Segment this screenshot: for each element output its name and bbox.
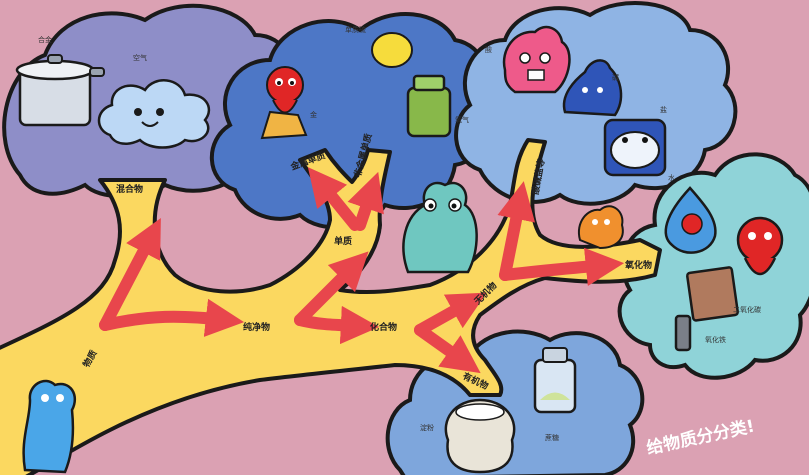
example-alloy: 合金 [38, 35, 52, 44]
pot-icon [15, 54, 105, 127]
water-drop-icon [664, 186, 717, 254]
label-mixture: 混合物 [116, 183, 143, 195]
diagram-title: 给物质分分类! [645, 416, 757, 459]
arrow-root-to-pure [99, 298, 245, 337]
classification-arrows [99, 167, 625, 374]
example-sulfur: 单质硫 [345, 25, 366, 34]
acid-creature-icon [502, 25, 571, 94]
arrow-inorganic-to-acid [497, 181, 536, 281]
arrow-element-to-nonmetal [347, 171, 384, 231]
label-compound: 化合物 [370, 321, 397, 333]
teal-creature-icon [402, 181, 478, 274]
example-acid: 酸 [485, 45, 492, 54]
label-element: 单质 [334, 235, 352, 247]
arrow-inorganic-to-oxide [499, 247, 625, 287]
cleaver-icon [674, 266, 739, 352]
arrow-root-to-mixture [99, 217, 161, 331]
co2-creature-icon [736, 216, 784, 276]
arrow-compound-to-organic [414, 324, 481, 374]
arrow-pure-to-compound [294, 305, 380, 345]
air-cloud-icon [97, 79, 211, 149]
arrow-pure-to-element [294, 251, 369, 326]
example-air: 空气 [133, 53, 147, 62]
example-oxygen: 氧气 [455, 115, 469, 124]
example-gold: 金 [310, 110, 317, 119]
orange-creature-icon [577, 205, 624, 250]
oxygen-jar-icon [406, 74, 452, 138]
example-iron-oxide: 氧化铁 [705, 335, 726, 344]
sucrose-jar-icon [533, 347, 577, 414]
example-salt: 盐 [660, 105, 667, 114]
arrow-compound-to-inorganic [414, 292, 487, 336]
base-creature-icon [562, 59, 623, 117]
example-co2: 二氧化碳 [733, 305, 761, 314]
starch-bag-icon [444, 398, 516, 474]
example-base: 碱 [612, 74, 619, 82]
sulfur-icon [371, 32, 413, 68]
blue-creature-icon [22, 379, 77, 474]
example-water: 水 [668, 173, 675, 182]
label-pure: 纯净物 [243, 321, 270, 333]
arrow-element-to-metal [307, 167, 361, 231]
label-oxide: 氧化物 [624, 259, 652, 271]
salt-jar-icon [603, 118, 667, 177]
example-sucrose: 蔗糖 [545, 433, 559, 442]
gold-creature-icon [260, 66, 308, 140]
example-starch: 淀粉 [420, 423, 434, 432]
